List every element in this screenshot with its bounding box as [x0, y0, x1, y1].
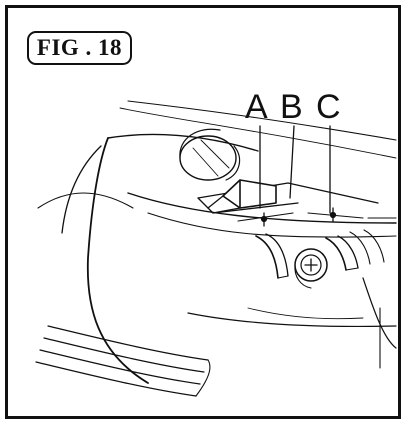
mechanical-illustration: A B C	[35, 88, 397, 397]
lower-body-curve	[187, 312, 397, 328]
knob	[179, 128, 241, 181]
front-lip	[127, 192, 397, 224]
right-edge-lower	[362, 277, 397, 349]
housing-body-top	[107, 133, 259, 152]
housing-left-contour	[61, 145, 102, 234]
leader-b	[289, 125, 295, 199]
figure-label: FIG . 18	[27, 31, 132, 65]
callout-c: C	[316, 88, 341, 126]
slot-ribs-left	[255, 233, 289, 279]
vent-slats	[35, 325, 211, 397]
housing-left-shoulder	[86, 137, 149, 384]
housing-inner-curve	[119, 107, 397, 159]
screw	[294, 248, 328, 289]
callout-b: B	[280, 88, 303, 126]
lower-body-inner	[247, 307, 364, 320]
slot-ribs-right	[325, 229, 385, 271]
figure-frame: FIG . 18	[5, 5, 401, 419]
callout-a: A	[245, 88, 268, 126]
slider-piece	[207, 179, 277, 214]
housing-outline	[127, 100, 397, 141]
front-lip-lower	[147, 212, 397, 238]
housing-ridge	[37, 192, 134, 209]
